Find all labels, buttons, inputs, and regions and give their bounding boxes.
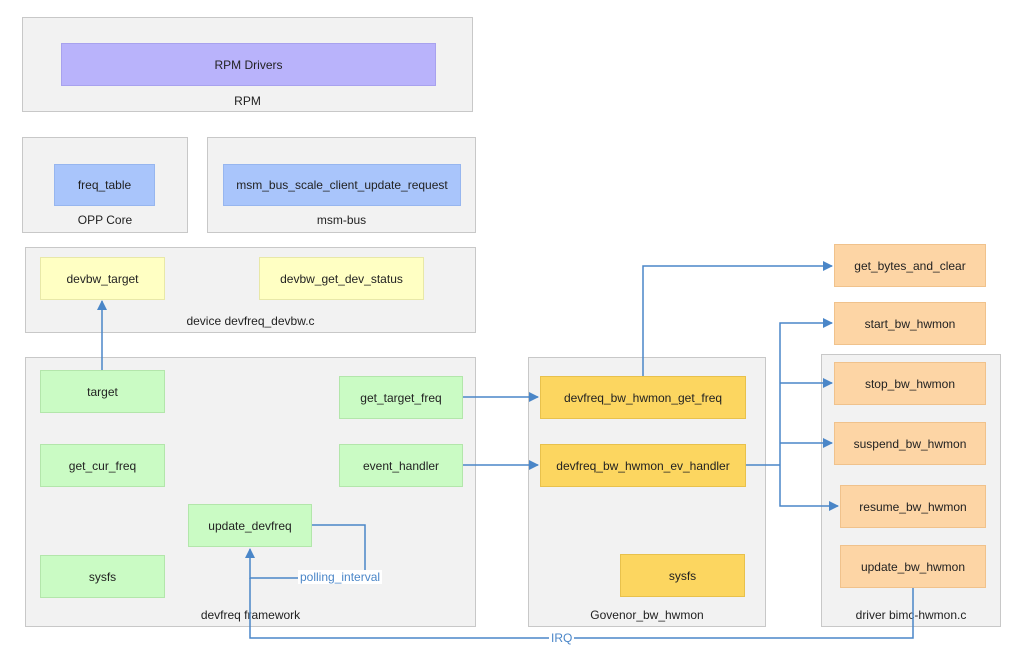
hwmon-get-freq-box[interactable]: devfreq_bw_hwmon_get_freq [540,376,746,419]
edge-ev-to-start [779,318,833,465]
polling-interval-label: polling_interval [298,570,383,584]
target-box[interactable]: target [40,370,165,413]
msm-bus-container-label: msm-bus [316,213,367,227]
rpm-drivers-box[interactable]: RPM Drivers [61,43,436,86]
sysfs-governor-box[interactable]: sysfs [620,554,745,597]
start-bw-hwmon-box[interactable]: start_bw_hwmon [834,302,986,345]
edge-hwmon-get-freq-to-get-bytes-and-clear [642,261,833,376]
devbw-get-dev-status-box[interactable]: devbw_get_dev_status [259,257,424,300]
edge-ev-to-resume [779,465,839,511]
get-target-freq-box[interactable]: get_target_freq [339,376,463,419]
freq-table-box[interactable]: freq_table [54,164,155,206]
event-handler-box[interactable]: event_handler [339,444,463,487]
opp-core-container: OPP Core [22,137,188,233]
suspend-bw-hwmon-box[interactable]: suspend_bw_hwmon [834,422,986,465]
update-devfreq-box[interactable]: update_devfreq [188,504,312,547]
hwmon-ev-handler-box[interactable]: devfreq_bw_hwmon_ev_handler [540,444,746,487]
driver-container-label: driver bimc-hwmon.c [855,608,967,622]
msm-bus-request-box[interactable]: msm_bus_scale_client_update_request [223,164,461,206]
governor-container-label: Govenor_bw_hwmon [590,608,704,622]
get-cur-freq-box[interactable]: get_cur_freq [40,444,165,487]
resume-bw-hwmon-box[interactable]: resume_bw_hwmon [840,485,986,528]
get-bytes-and-clear-box[interactable]: get_bytes_and_clear [834,244,986,287]
sysfs-framework-box[interactable]: sysfs [40,555,165,598]
edge-irq [249,578,914,639]
update-bw-hwmon-box[interactable]: update_bw_hwmon [840,545,986,588]
irq-label: IRQ [549,631,575,645]
opp-core-container-label: OPP Core [77,213,133,227]
device-devbw-container-label: device devfreq_devbw.c [186,314,315,328]
rpm-container-label: RPM [234,94,261,108]
devbw-target-box[interactable]: devbw_target [40,257,165,300]
stop-bw-hwmon-box[interactable]: stop_bw_hwmon [834,362,986,405]
